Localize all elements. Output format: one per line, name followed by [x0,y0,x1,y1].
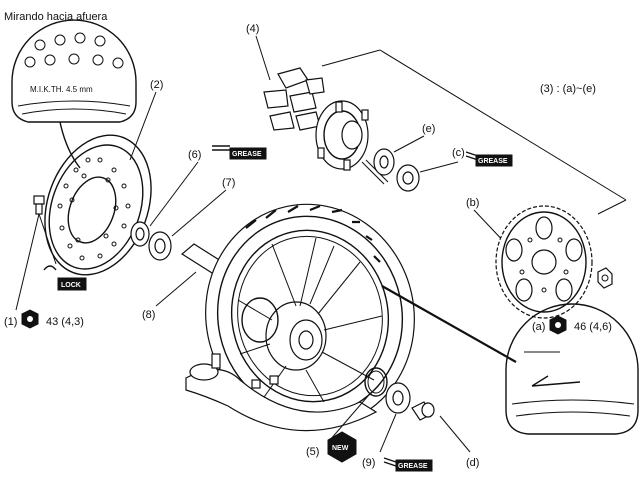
disc-bolt [33,195,45,215]
grease-text-c: GREASE [478,158,508,165]
torque-wrench-icon [21,309,39,329]
leader-e [393,135,425,153]
cush-drive-rubbers [263,67,325,131]
label-8: (8) [142,309,155,321]
group-3-bracket [321,49,627,215]
leader-1 [15,213,40,311]
sprocket-carrier [315,100,389,185]
label-5: (5) [306,446,319,458]
grease-gun-icon: GREASE [383,457,433,472]
torque-a: 46 (4,6) [574,321,612,333]
torque-wrench-icon [549,315,567,335]
label-e: (e) [422,123,435,135]
leader-7 [171,189,227,237]
rear-sprocket [495,205,593,319]
lock-tag-text: LOCK [61,282,81,289]
brake-disc [44,134,152,276]
rim-band-tube [185,353,378,432]
rim-detail-inset [381,285,639,435]
bearing-9 [385,382,411,414]
sprocket-nut [597,267,613,289]
label-9: (9) [362,457,375,469]
collar-d [411,401,435,421]
inset-marking: M.I.K.TH. 4.5 mm [30,85,93,94]
lock-tag-icon: LOCK [43,265,87,291]
leader-5 [329,395,369,441]
new-part-icon: NEW [327,431,357,463]
new-tag-text: NEW [332,445,349,452]
leader-d [439,415,471,453]
label-d: (d) [466,457,479,469]
disc-detail-inset: M.I.K.TH. 4.5 mm [11,19,137,169]
label-7: (7) [222,177,235,189]
grease-gun-icon: GREASE [212,145,267,160]
leader-9 [379,413,397,453]
leader-8 [155,271,197,307]
leader-2 [129,91,157,161]
oil-seal-c [396,164,420,192]
bearing-e [373,148,395,176]
grease-text-9: GREASE [398,463,428,470]
leader-4 [255,35,271,81]
label-1: (1) [4,316,17,328]
leader-6 [149,161,199,227]
bearing-6 [130,221,150,247]
label-4: (4) [246,23,259,35]
circlip-5 [364,367,388,397]
label-6: (6) [188,149,201,161]
grease-text-6: GREASE [232,151,262,158]
label-c: (c) [452,147,465,159]
grease-gun-icon: GREASE [465,151,513,167]
label-b: (b) [466,197,479,209]
label-a: (a) [532,321,545,333]
view-note: Mirando hacia afuera [4,11,108,23]
bearing-7 [148,231,172,261]
torque-1: 43 (4,3) [46,316,84,328]
leader-c [419,161,459,173]
label-2: (2) [150,79,163,91]
rear-wheel [205,203,415,429]
label-3: (3) : (a)~(e) [540,83,596,95]
